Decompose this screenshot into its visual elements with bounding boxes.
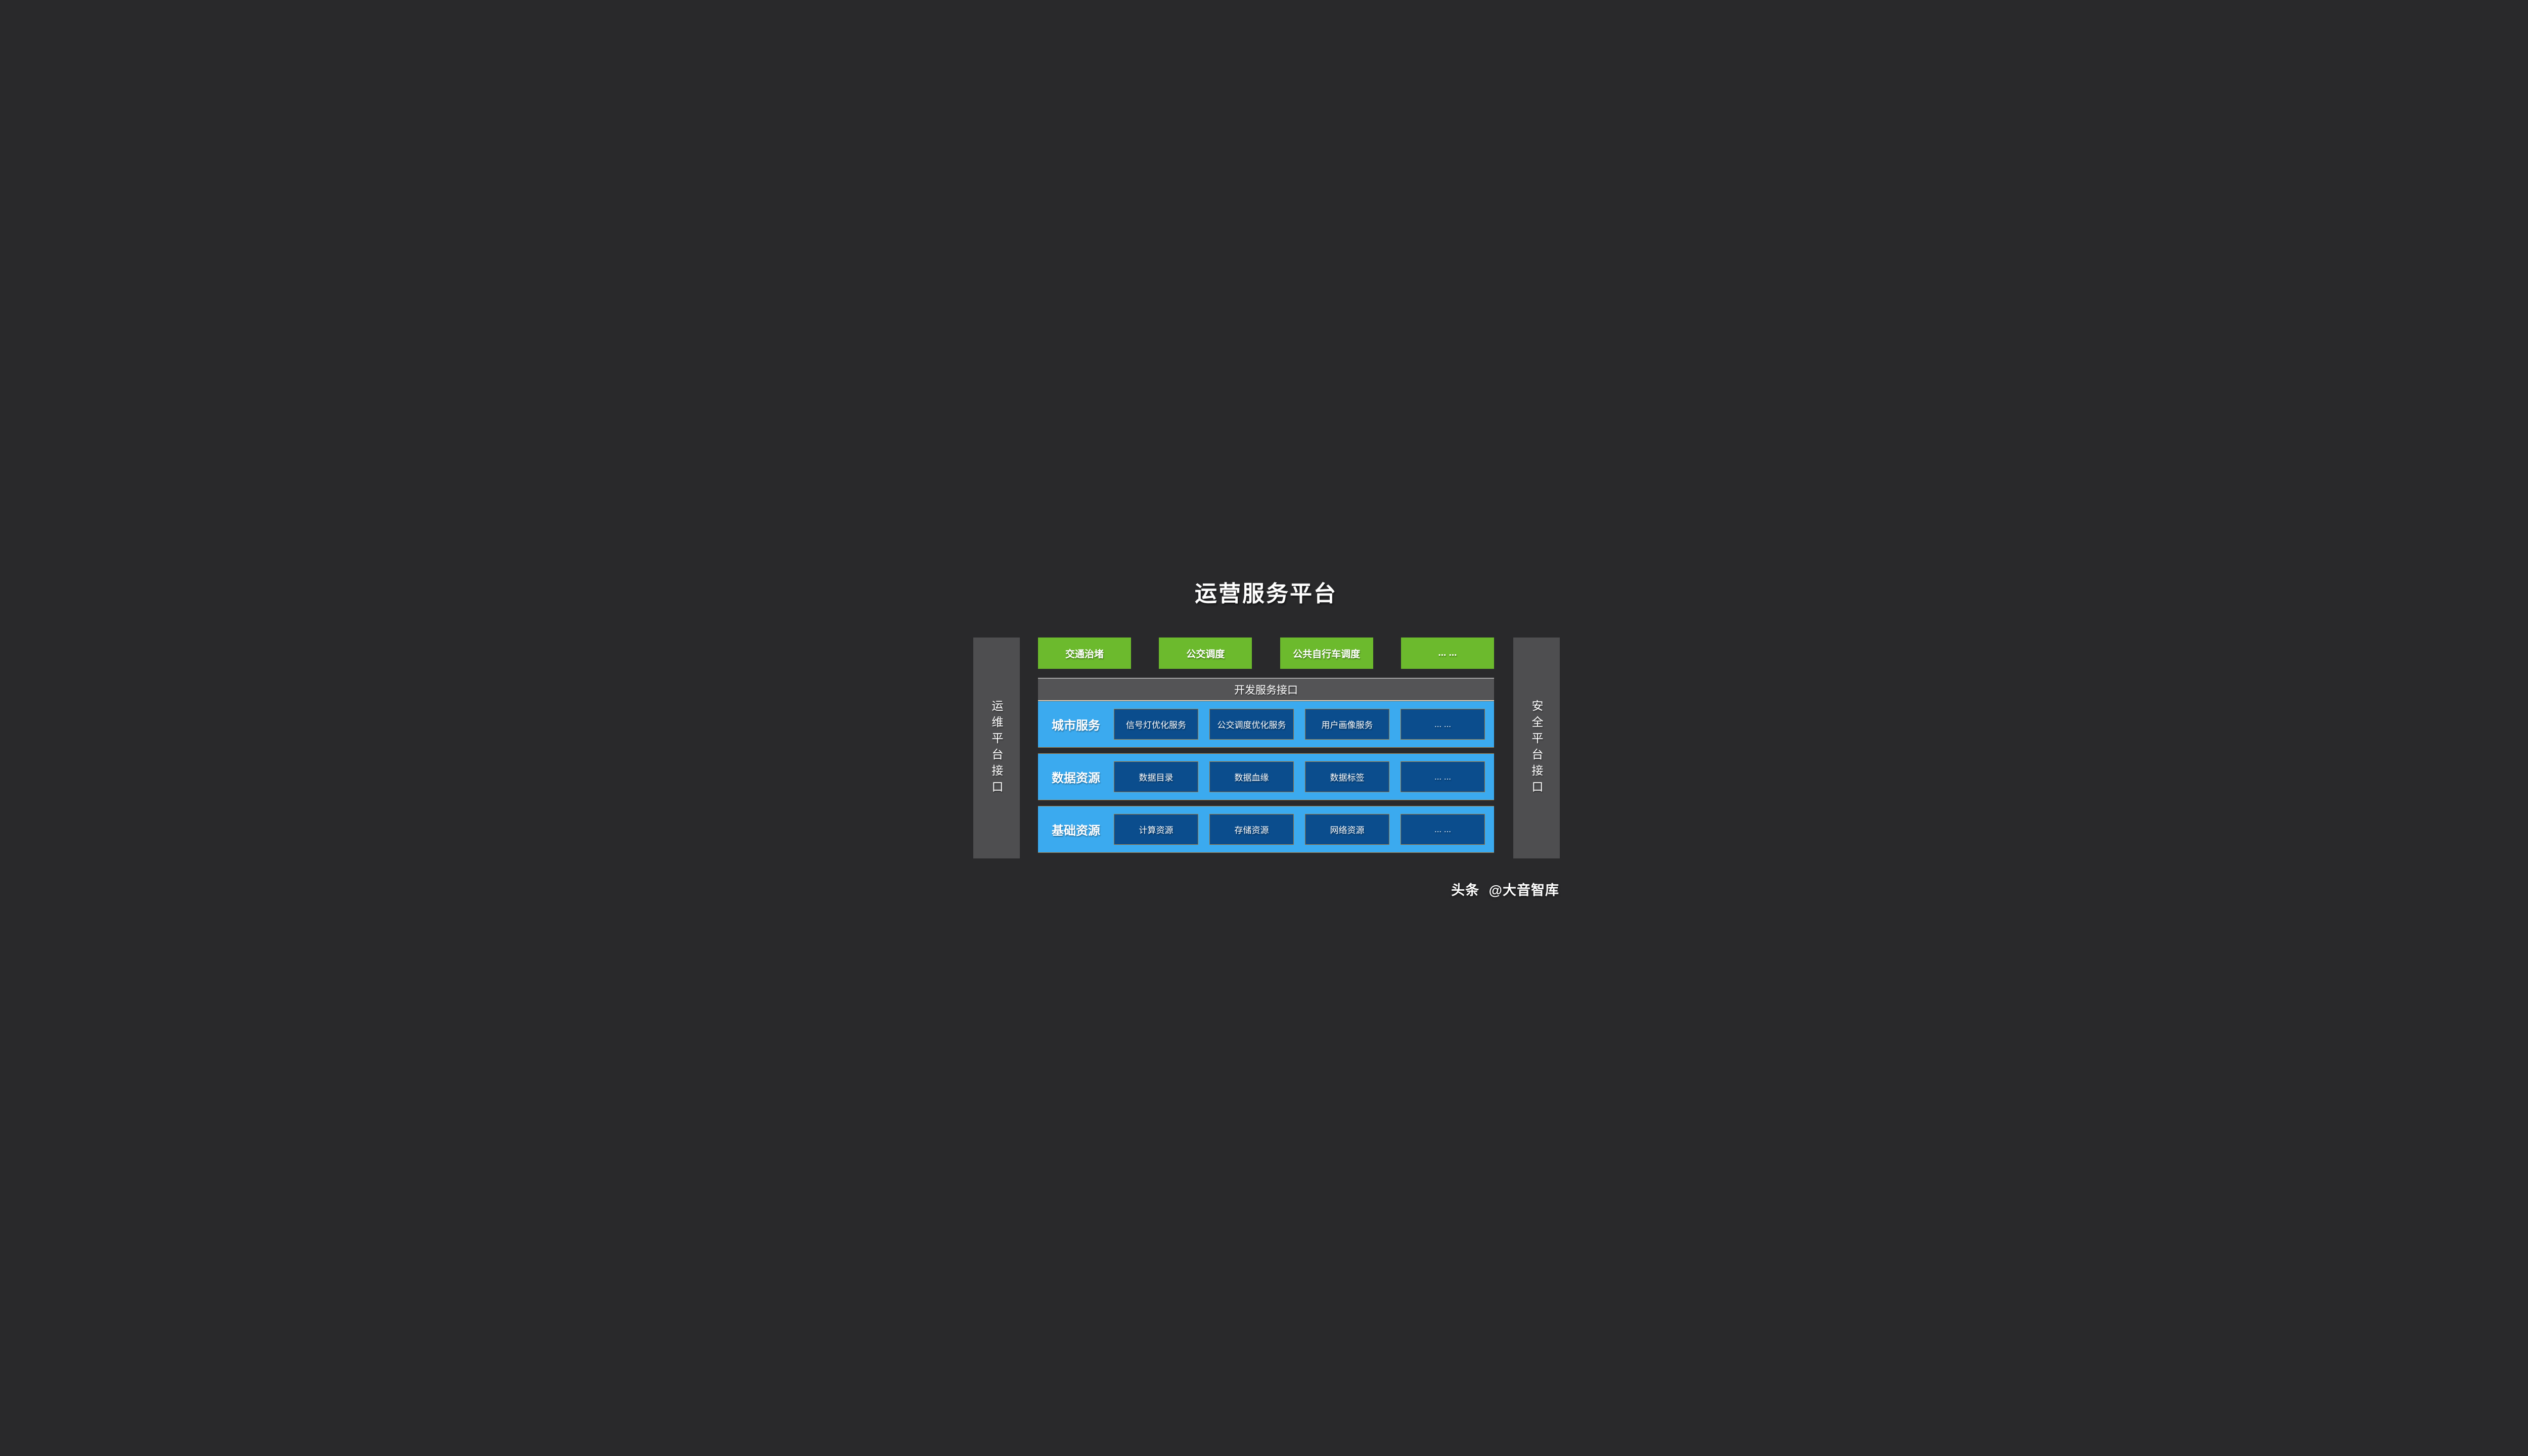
security-platform-interface-label: 安全平台接口	[1530, 699, 1543, 797]
slide-canvas: 运营服务平台 运维平台接口 安全平台接口 交通治堵 公交调度 公共自行车调度 .…	[940, 546, 1588, 910]
watermark-handle: @大音智库	[1488, 883, 1559, 898]
watermark-brand: 头条	[1451, 883, 1480, 898]
layer-label-city-services: 城市服务	[1052, 719, 1100, 733]
data-box-tags: 数据标签	[1305, 761, 1389, 792]
app-box-public-bicycle-dispatch: 公共自行车调度	[1280, 638, 1373, 669]
layer-boxes-basic-resources: 计算资源 存储资源 网络资源 ... ...	[1114, 814, 1485, 845]
layer-label-basic-resources: 基础资源	[1052, 824, 1100, 838]
resource-box-compute: 计算资源	[1114, 814, 1198, 845]
app-box-more: ... ...	[1401, 638, 1494, 669]
service-box-bus-dispatch-optimization: 公交调度优化服务	[1209, 709, 1294, 740]
ops-platform-interface-panel: 运维平台接口	[973, 638, 1020, 858]
application-row: 交通治堵 公交调度 公共自行车调度 ... ...	[1038, 638, 1494, 669]
layer-boxes-data-resources: 数据目录 数据血缘 数据标签 ... ...	[1114, 761, 1485, 792]
data-box-more: ... ...	[1401, 761, 1485, 792]
resource-box-network: 网络资源	[1305, 814, 1389, 845]
data-box-lineage: 数据血缘	[1209, 761, 1294, 792]
layer-basic-resources: 基础资源 计算资源 存储资源 网络资源 ... ...	[1038, 806, 1494, 853]
data-box-catalog: 数据目录	[1114, 761, 1198, 792]
app-box-traffic-congestion: 交通治堵	[1038, 638, 1131, 669]
layer-city-services: 城市服务 信号灯优化服务 公交调度优化服务 用户画像服务 ... ...	[1038, 701, 1494, 748]
page-title: 运营服务平台	[1195, 581, 1337, 606]
app-box-bus-dispatch: 公交调度	[1159, 638, 1252, 669]
ops-platform-interface-label: 运维平台接口	[990, 699, 1003, 797]
security-platform-interface-panel: 安全平台接口	[1513, 638, 1560, 858]
layer-boxes-city-services: 信号灯优化服务 公交调度优化服务 用户画像服务 ... ...	[1114, 709, 1485, 740]
resource-box-storage: 存储资源	[1209, 814, 1294, 845]
layer-data-resources: 数据资源 数据目录 数据血缘 数据标签 ... ...	[1038, 753, 1494, 800]
service-box-user-profile: 用户画像服务	[1305, 709, 1389, 740]
service-box-signal-optimization: 信号灯优化服务	[1114, 709, 1198, 740]
watermark: 头条 @大音智库	[1451, 879, 1559, 899]
dev-service-interface-label: 开发服务接口	[1234, 684, 1298, 696]
dev-service-interface-bar: 开发服务接口	[1038, 678, 1494, 701]
service-box-more: ... ...	[1401, 709, 1485, 740]
resource-box-more: ... ...	[1401, 814, 1485, 845]
layer-label-data-resources: 数据资源	[1052, 771, 1100, 785]
main-column: 交通治堵 公交调度 公共自行车调度 ... ... 开发服务接口 城市服务 信号…	[1038, 638, 1494, 853]
